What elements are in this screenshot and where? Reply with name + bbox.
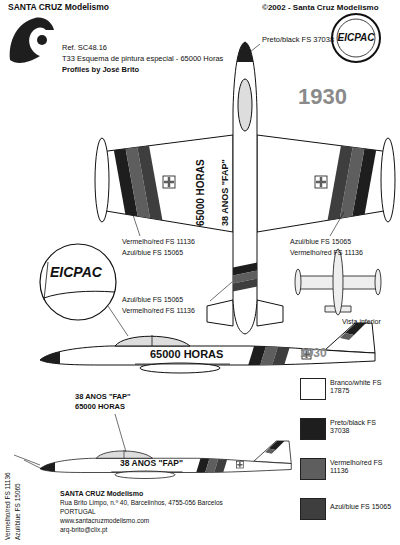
decal-label: Azul/blue FS 15065 [14,483,21,540]
decal-label: SANTA CRUZ Modelismo [8,3,109,13]
decal-label: Azul/blue FS 15065 [122,249,183,257]
decal-label: Vermelho/red FS 11136 [122,307,195,315]
decal-label: 1930 [300,347,327,361]
legend-text: Vermelho/red FS 11136 [330,459,396,475]
legend-text: Preto/black FS 37038 [330,419,396,435]
decal-label: EICPAC [50,264,102,280]
decal-label: 38 ANOS "FAP" [220,159,230,226]
color-swatch [300,498,326,520]
decal-label: Vermelho/red FS 11136 [290,249,363,257]
color-swatch [300,418,326,440]
decal-label: Azul/blue FS 15065 [122,296,183,304]
decal-label: Vista inferior [342,318,381,326]
decal-label: SANTA CRUZ Modelismo [60,490,143,498]
decal-label: EICPAC [337,32,374,44]
decal-label: PORTUGAL [60,508,96,515]
decal-label: 65000 HORAS [75,403,125,412]
decal-label: 38 ANOS "FAP" [75,393,131,402]
decal-label: Profiles by José Brito [62,66,139,75]
decal-label: Vermelho/red FS 11136 [122,238,195,246]
decal-label: www.santacruzmodelismo.com [60,517,149,524]
decal-label: 65000 HORAS [195,159,207,226]
color-swatch [300,458,326,480]
decal-label: Azul/blue FS 15065 [290,238,351,246]
sheet-title: T33 Esquema de pintura especial - 65000 … [62,55,223,64]
color-swatch [300,378,326,400]
decal-label: 1930 [298,84,347,109]
decal-label: 65000 HORAS [150,348,223,361]
decal-label: Vermelho/red FS 11136 [4,472,11,540]
legend-text: Azul/blue FS 15065 [330,503,391,511]
decal-label: Preto/black FS 37038 [262,36,334,45]
decal-label: Ref. SC48.16 [62,44,107,53]
decal-label: 38 ANOS "FAP" [120,459,183,469]
legend-text: Branco/white FS 17875 [330,379,396,395]
decal-label: Rua Brito Limpo, n.º 40, Barcelinhos, 47… [60,499,223,506]
decal-label: arq-brito@clix.pt [60,526,107,533]
decal-label: ©2002 - Santa Cruz Modelismo [262,3,379,12]
